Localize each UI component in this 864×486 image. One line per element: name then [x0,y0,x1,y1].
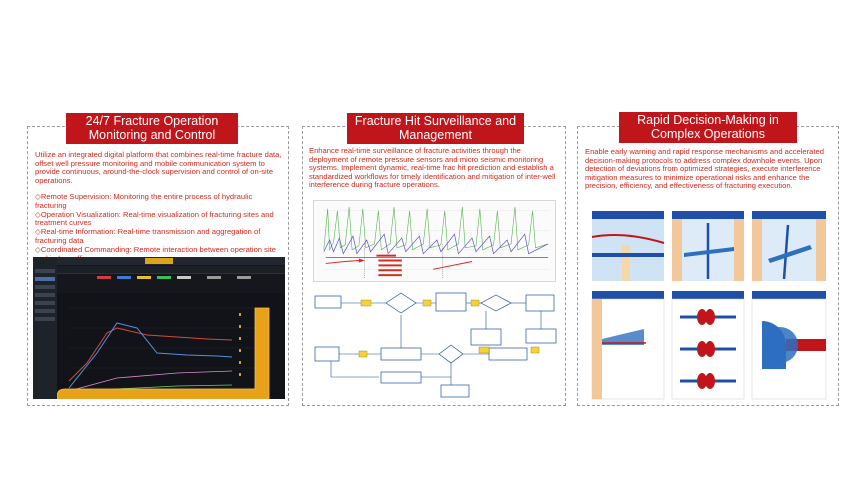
monitoring-panel: Utilize an integrated digital platform t… [27,126,289,406]
monitoring-dashboard-screenshot [33,257,285,399]
dashboard-stat [117,276,131,279]
pressure-monitoring-graph [313,200,556,282]
model-figure [591,291,665,400]
dashboard-sidebar-item [35,317,55,321]
decision-making-paragraph: Enable early warning and rapid response … [585,147,824,191]
dashboard-stat [157,276,171,279]
dashboard-sidebar-item [35,309,55,313]
dashboard-sidebar-item [35,285,55,289]
dashboard-header-row [57,266,285,274]
frac-hit-workflow-diagram [314,292,557,398]
dashboard-treatment-chart [57,293,285,399]
model-figure [751,291,827,400]
list-item: ◇Operation Visualization: Real-time visu… [35,209,274,228]
panel-1-title-line2: Monitoring and Control [88,128,216,142]
model-figure [591,211,665,281]
frac-hit-panel: Enhance real-time surveillance of fractu… [302,126,566,406]
dashboard-highlight-badge [145,258,173,264]
dashboard-stats-row [57,275,285,291]
dashboard-stat [177,276,191,279]
panel-2-title: Fracture Hit Surveillance and Management [347,113,524,144]
panel-3-title: Rapid Decision-Making in Complex Operati… [619,112,797,143]
panel-2-title-line1: Fracture Hit Surveillance and [354,114,517,128]
panel-3-title-line2: Complex Operations [651,127,765,141]
panel-2-title-line2: Management [399,128,472,142]
model-figure [752,211,826,281]
monitoring-paragraph: Utilize an integrated digital platform t… [35,150,282,185]
monitoring-feature-list: ◇Remote Supervision: Monitoring the enti… [35,192,285,264]
panel-1-title-line1: 24/7 Fracture Operation [85,114,219,128]
dashboard-sidebar-item [35,269,55,273]
dashboard-sidebar [33,257,57,399]
dashboard-stat [137,276,151,279]
list-item: ◇Real-time Information: Real-time transm… [35,227,261,245]
dashboard-stat [207,276,221,279]
list-item: ◇Remote Supervision: Monitoring the enti… [35,192,253,210]
panel-1-title: 24/7 Fracture Operation Monitoring and C… [66,113,238,144]
fracture-interaction-models [591,211,827,400]
frac-hit-paragraph: Enhance real-time surveillance of fractu… [309,146,556,190]
model-figure [671,291,745,400]
dashboard-stat [237,276,251,279]
dashboard-stat [97,276,111,279]
model-figure [672,211,744,281]
dashboard-sidebar-item [35,301,55,305]
panel-3-title-line1: Rapid Decision-Making in [637,113,779,127]
dashboard-sidebar-item [35,277,55,281]
dashboard-sidebar-item [35,293,55,297]
decision-making-panel: Enable early warning and rapid response … [577,126,839,406]
